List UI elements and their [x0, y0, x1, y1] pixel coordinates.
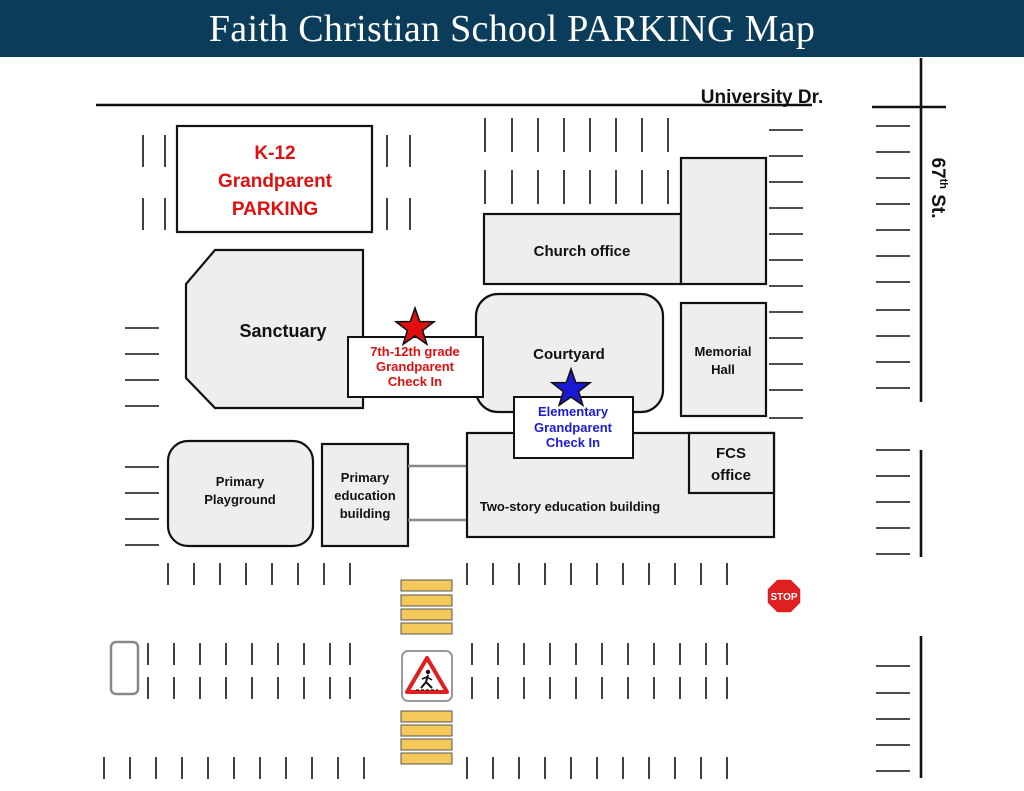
primary-playground — [166, 439, 315, 548]
elementary-checkin-line2: Grandparent — [534, 420, 613, 435]
page-title: Faith Christian School PARKING Map — [208, 7, 816, 50]
stop-sign-icon: STOP — [766, 578, 802, 614]
stop-sign-label: STOP — [770, 592, 797, 603]
primary-education-label-line3: building — [340, 506, 391, 521]
two-story-building-label: Two-story education building — [480, 499, 660, 514]
parking-spaces-east-lot — [769, 129, 803, 419]
church-office-wing — [679, 156, 768, 286]
primary-playground-label-line1: Primary — [216, 474, 265, 489]
pedestrian-crossing-icon — [401, 650, 453, 702]
fcs-office-label-line2: office — [711, 467, 751, 484]
primary-playground-label-line2: Playground — [204, 492, 276, 507]
memorial-hall-label-line2: Hall — [711, 362, 735, 377]
grandparent-parking-box — [175, 124, 374, 234]
street-label-university: University Dr. — [701, 87, 824, 108]
primary-education-label-line1: Primary — [341, 470, 390, 485]
crosswalk-stripes-south — [400, 710, 453, 765]
street-label-67th: 67th St. — [927, 157, 949, 218]
parking-spaces-south-row2 — [147, 643, 728, 699]
primary-education-building — [320, 442, 410, 548]
fcs-office-building — [687, 431, 776, 495]
parking-island — [109, 640, 140, 696]
parking-spaces-south-row3 — [103, 757, 728, 779]
memorial-hall-label-line1: Memorial — [694, 344, 751, 359]
parking-spaces-west — [125, 327, 159, 546]
elementary-checkin-line1: Elementary — [538, 404, 609, 419]
upper-checkin-line2: Grandparent — [376, 359, 455, 374]
parking-spaces-grandparent — [142, 135, 411, 230]
grandparent-parking-line2: Grandparent — [218, 171, 333, 192]
primary-education-label-line2: education — [334, 488, 395, 503]
blue-star-icon — [549, 366, 593, 408]
grandparent-parking-line3: PARKING — [232, 199, 318, 220]
church-office-building — [482, 212, 683, 286]
title-bar: Faith Christian School PARKING Map — [0, 0, 1024, 57]
parking-spaces-67th-st — [876, 125, 910, 772]
grandparent-parking-line1: K-12 — [254, 143, 295, 164]
parking-spaces-top-middle — [484, 118, 669, 204]
elementary-checkin-line3: Check In — [546, 435, 600, 450]
sanctuary-label: Sanctuary — [239, 321, 326, 341]
crosswalk-stripes-north — [400, 579, 453, 635]
sanctuary-building — [184, 248, 365, 410]
red-star-icon — [393, 305, 437, 347]
upper-checkin-line1: 7th-12th grade — [370, 344, 460, 359]
memorial-hall-building — [679, 301, 768, 418]
courtyard-label: Courtyard — [533, 346, 605, 363]
church-office-label: Church office — [534, 243, 631, 260]
upper-checkin-box — [347, 336, 484, 398]
fcs-office-label-line1: FCS — [716, 445, 746, 462]
parking-spaces-south-row1 — [167, 563, 728, 585]
upper-checkin-line3: Check In — [388, 374, 442, 389]
